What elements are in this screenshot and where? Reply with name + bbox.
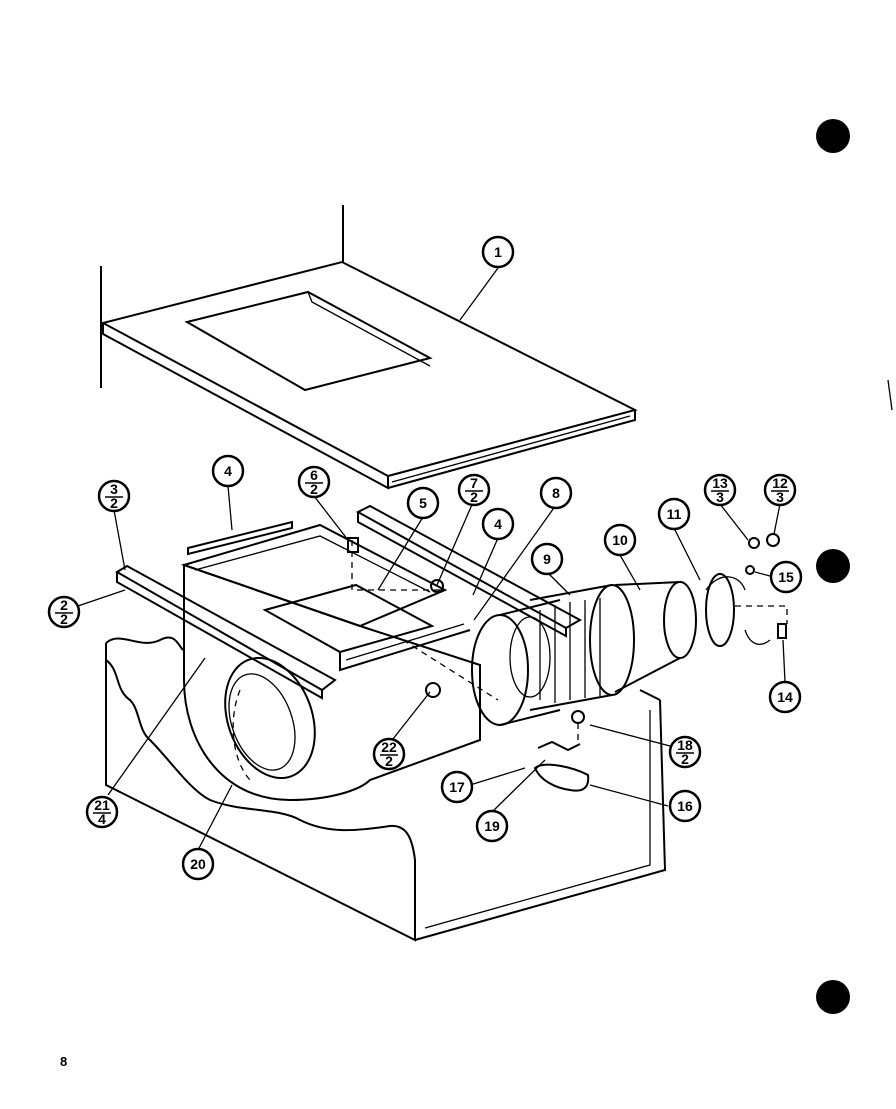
callout-sheet: 2 bbox=[60, 611, 68, 627]
callout-number: 19 bbox=[484, 818, 500, 834]
blower-housing bbox=[180, 523, 481, 802]
edge-mark bbox=[887, 379, 893, 411]
callout-number: 21 bbox=[94, 797, 110, 813]
callout-c1: 1 bbox=[481, 235, 515, 269]
registration-mark-middle bbox=[816, 549, 850, 583]
callout-number: 2 bbox=[60, 597, 68, 613]
callout-c18-2: 182 bbox=[668, 735, 702, 769]
callout-number: 8 bbox=[552, 485, 560, 501]
callout-c5: 5 bbox=[406, 486, 440, 520]
callout-number: 6 bbox=[310, 467, 318, 483]
callout-number: 18 bbox=[677, 737, 693, 753]
callout-number: 12 bbox=[772, 475, 788, 491]
callout-c8: 8 bbox=[539, 476, 573, 510]
right-rail bbox=[355, 504, 583, 638]
callout-number: 7 bbox=[470, 475, 478, 491]
callout-c2-2: 22 bbox=[47, 595, 81, 629]
callout-sheet: 2 bbox=[385, 753, 393, 769]
callout-sheet: 3 bbox=[716, 489, 724, 505]
leader-lines bbox=[71, 267, 786, 851]
callout-number: 17 bbox=[449, 779, 465, 795]
callout-number: 5 bbox=[419, 495, 427, 511]
callout-number: 9 bbox=[543, 551, 551, 567]
callout-number: 16 bbox=[677, 798, 693, 814]
callout-c15: 15 bbox=[769, 560, 803, 594]
callout-sheet: 3 bbox=[776, 489, 784, 505]
cabinet-base bbox=[105, 636, 667, 942]
callout-number: 20 bbox=[190, 856, 206, 872]
callout-c21-4: 214 bbox=[85, 795, 119, 829]
callout-number: 15 bbox=[778, 569, 794, 585]
callout-number: 1 bbox=[494, 244, 502, 260]
callout-number: 14 bbox=[777, 689, 793, 705]
page-number: 8 bbox=[60, 1054, 67, 1069]
callout-sheet: 2 bbox=[310, 481, 318, 497]
blower-wheel bbox=[471, 599, 561, 726]
registration-mark-bottom bbox=[816, 980, 850, 1014]
callout-c11: 11 bbox=[657, 497, 691, 531]
callout-c16: 16 bbox=[668, 789, 702, 823]
callout-number: 4 bbox=[224, 463, 232, 479]
hardware-and-leaders bbox=[347, 533, 788, 792]
callout-sheet: 2 bbox=[681, 751, 689, 767]
callout-c13-3: 133 bbox=[703, 473, 737, 507]
callout-group: 1432625724891011133123152214222182172141… bbox=[47, 235, 803, 881]
callout-c3-2: 32 bbox=[97, 479, 131, 513]
callout-number: 10 bbox=[612, 532, 628, 548]
callout-number: 22 bbox=[381, 739, 397, 755]
callout-c7-2: 72 bbox=[457, 473, 491, 507]
callout-c9: 9 bbox=[530, 542, 564, 576]
callout-c19: 19 bbox=[475, 809, 509, 843]
registration-mark-top bbox=[816, 119, 850, 153]
callout-c10: 10 bbox=[603, 523, 637, 557]
callout-sheet: 2 bbox=[470, 489, 478, 505]
top-panel bbox=[100, 260, 638, 490]
callout-c4b: 4 bbox=[481, 507, 515, 541]
callout-sheet: 2 bbox=[110, 495, 118, 511]
callout-sheet: 4 bbox=[98, 811, 106, 827]
callout-c20: 20 bbox=[181, 847, 215, 881]
rail-strip bbox=[187, 520, 293, 556]
callout-number: 3 bbox=[110, 481, 118, 497]
motor-clamp bbox=[705, 573, 771, 647]
callout-number: 11 bbox=[667, 506, 682, 522]
callout-c12-3: 123 bbox=[763, 473, 797, 507]
callout-c4a: 4 bbox=[211, 454, 245, 488]
callout-c17: 17 bbox=[440, 770, 474, 804]
callout-c14: 14 bbox=[768, 680, 802, 714]
cabinet-corner bbox=[100, 205, 344, 388]
callout-number: 4 bbox=[494, 516, 502, 532]
left-rail bbox=[115, 564, 337, 700]
blower-motor bbox=[529, 581, 697, 711]
callout-c22-2: 222 bbox=[372, 737, 406, 771]
callout-c6-2: 62 bbox=[297, 465, 331, 499]
callout-number: 13 bbox=[712, 475, 728, 491]
